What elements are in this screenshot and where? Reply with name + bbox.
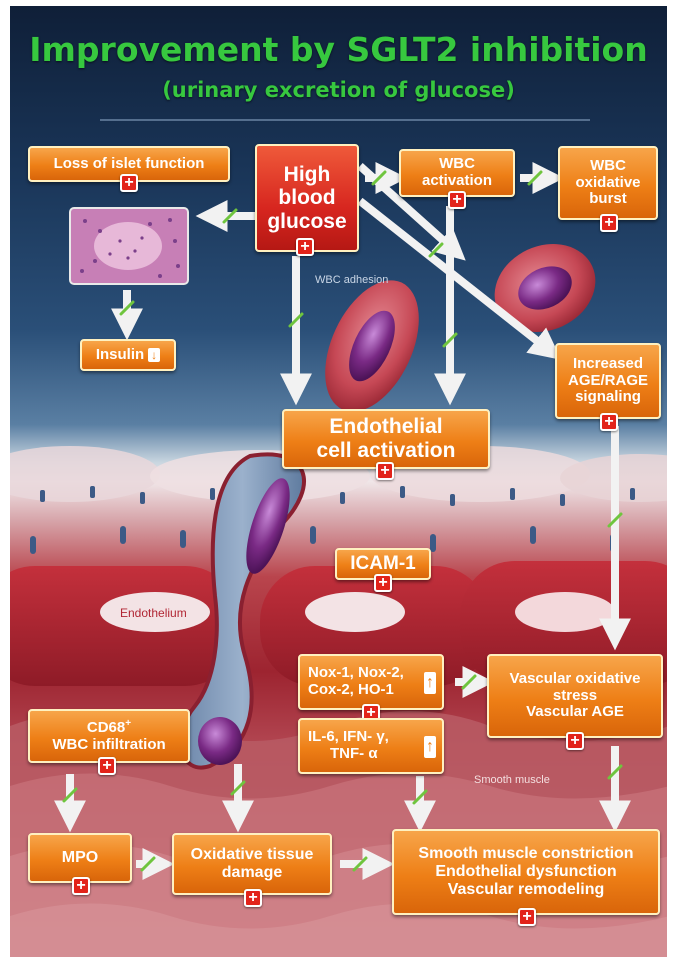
wbc-adhesion-label: WBC adhesion	[315, 274, 388, 286]
box-label: Vascular AGE	[526, 704, 624, 721]
box-label: Increased	[573, 356, 643, 373]
superscript-plus: +	[125, 718, 131, 729]
up-arrow-icon: ↑	[424, 672, 436, 694]
up-arrow-icon: ↑	[424, 736, 436, 758]
box-endothelial-cell-activation: Endothelial cell activation	[282, 409, 490, 469]
box-label: Nox-1, Nox-2,	[308, 665, 404, 682]
box-label: signaling	[575, 389, 641, 406]
box-label: CD68	[87, 719, 125, 736]
box-smooth-muscle-constriction: Smooth muscle constriction Endothelial d…	[392, 829, 660, 915]
box-label: WBC infiltration	[52, 737, 165, 754]
islet-histology-image	[70, 208, 188, 284]
box-label: TNF- α	[308, 746, 378, 763]
box-label: Smooth muscle constriction	[418, 845, 633, 863]
box-label: burst	[589, 191, 627, 208]
box-label: glucose	[267, 210, 346, 234]
box-label: Loss of islet function	[54, 156, 205, 173]
box-label: Cox-2, HO-1	[308, 682, 394, 699]
box-label: WBC	[590, 158, 626, 175]
box-label: MPO	[62, 849, 98, 867]
diagram-subtitle: (urinary excretion of glucose)	[10, 78, 667, 102]
plus-icon: +	[98, 757, 116, 775]
box-label: activation	[422, 173, 492, 190]
box-vascular-oxidative-stress: Vascular oxidative stress Vascular AGE	[487, 654, 663, 738]
box-label: Vascular oxidative	[510, 671, 641, 688]
plus-icon: +	[448, 191, 466, 209]
plus-icon: +	[296, 238, 314, 256]
box-label: IL-6, IFN- γ,	[308, 729, 389, 746]
plus-icon: +	[600, 214, 618, 232]
box-label: oxidative	[575, 175, 640, 192]
down-arrow-icon: ↓	[148, 348, 160, 362]
box-wbc-oxidative-burst: WBC oxidative burst	[558, 146, 658, 220]
box-label: damage	[222, 864, 282, 882]
diagram-title: Improvement by SGLT2 inhibition	[10, 30, 667, 69]
box-label: Vascular remodeling	[448, 881, 605, 899]
box-mpo: MPO	[28, 833, 132, 883]
plus-icon: +	[518, 908, 536, 926]
box-label: Endothelial dysfunction	[435, 863, 616, 881]
plus-icon: +	[374, 574, 392, 592]
box-label: blood	[278, 186, 335, 210]
plus-icon: +	[120, 174, 138, 192]
box-label: Oxidative tissue	[191, 846, 314, 864]
box-label: Endothelial	[329, 415, 442, 439]
box-il6-ifn-tnf: IL-6, IFN- γ, TNF- α ↑	[298, 718, 444, 774]
plus-icon: +	[600, 413, 618, 431]
box-label: stress	[553, 688, 597, 705]
plus-icon: +	[376, 462, 394, 480]
box-label: Insulin	[96, 347, 144, 364]
box-label: High	[284, 163, 331, 187]
box-label: ICAM-1	[350, 553, 415, 574]
box-insulin: Insulin ↓	[80, 339, 176, 371]
smooth-muscle-label: Smooth muscle	[474, 774, 550, 786]
box-age-rage-signaling: Increased AGE/RAGE signaling	[555, 343, 661, 419]
plus-icon: +	[244, 889, 262, 907]
plus-icon: +	[72, 877, 90, 895]
box-label: cell activation	[317, 439, 456, 463]
box-high-blood-glucose: High blood glucose	[255, 144, 359, 252]
plus-icon: +	[566, 732, 584, 750]
diagram-poster: Improvement by SGLT2 inhibition (urinary…	[10, 6, 667, 957]
box-label: WBC	[439, 156, 475, 173]
box-label: AGE/RAGE	[568, 373, 648, 390]
box-nox-cox: Nox-1, Nox-2, Cox-2, HO-1 ↑	[298, 654, 444, 710]
endothelium-label: Endothelium	[120, 606, 187, 620]
box-wbc-activation: WBC activation	[399, 149, 515, 197]
box-cd68-wbc-infiltration: CD68+ WBC infiltration	[28, 709, 190, 763]
box-oxidative-tissue-damage: Oxidative tissue damage	[172, 833, 332, 895]
